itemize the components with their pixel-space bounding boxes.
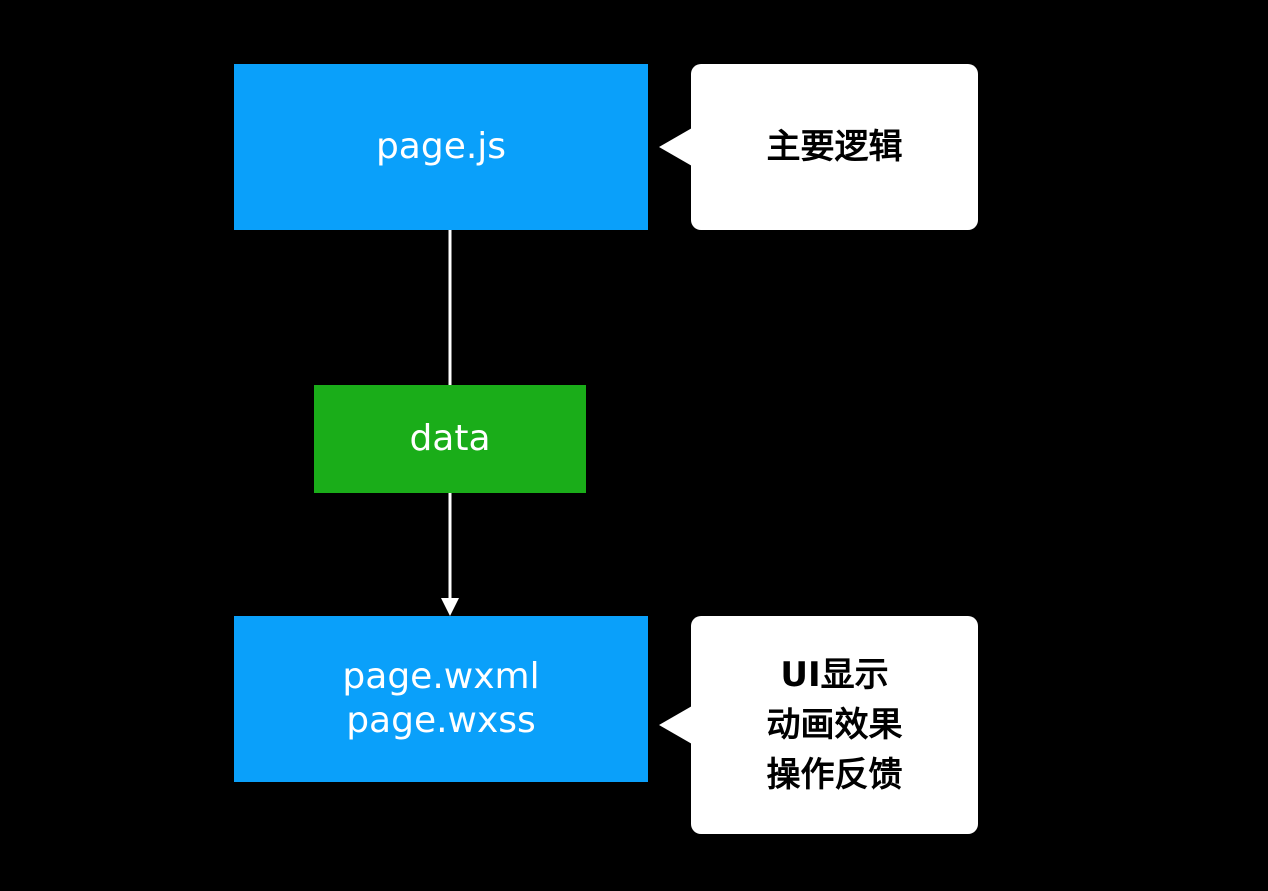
page-wxml-label: page.wxml [342, 656, 540, 697]
callout-pointer [659, 128, 692, 166]
callout-pointer [659, 706, 692, 744]
page-view-box: page.wxml page.wxss [234, 616, 648, 782]
view-callout: UI显示 动画效果 操作反馈 [659, 616, 978, 834]
data-box: data [314, 385, 586, 493]
view-callout-line-ui: UI显示 [780, 655, 889, 695]
data-label: data [409, 418, 491, 459]
page-wxss-label: page.wxss [346, 700, 536, 741]
page-js-box: page.js [234, 64, 648, 230]
view-callout-line-feedback: 操作反馈 [766, 755, 903, 795]
page-js-label: page.js [375, 126, 507, 167]
arrowhead [441, 598, 459, 616]
logic-callout-text: 主要逻辑 [766, 127, 903, 167]
view-callout-line-animation: 动画效果 [766, 705, 903, 745]
logic-callout: 主要逻辑 [659, 64, 978, 230]
